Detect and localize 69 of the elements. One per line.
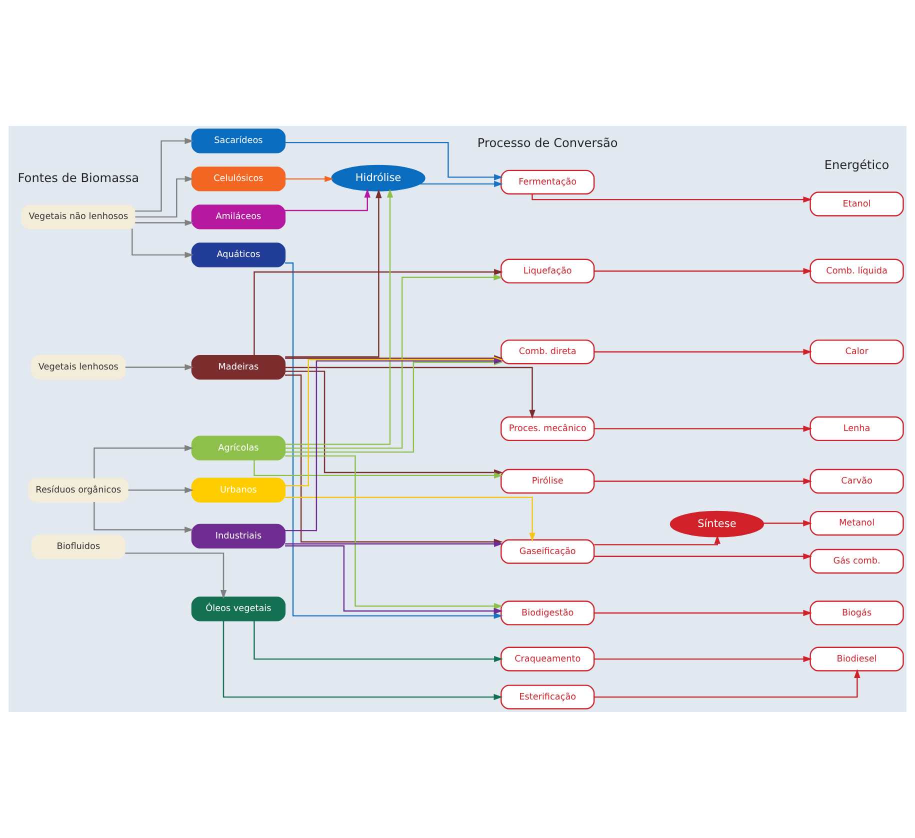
node-box: Biogás [810, 600, 904, 626]
node-box: Metanol [810, 510, 904, 536]
arrow [135, 220, 194, 226]
arrow [135, 138, 194, 212]
node-box: Amiláceos [191, 204, 286, 230]
node-box: Esterificação [500, 684, 595, 710]
arrow [594, 669, 860, 698]
arrow [94, 444, 194, 478]
arrow [594, 553, 812, 560]
node-box: Madeiras [191, 354, 286, 380]
arrow [125, 364, 194, 370]
node-box: Industriais [191, 524, 286, 549]
arrow [285, 188, 370, 212]
arrow [594, 478, 812, 484]
arrow [285, 545, 503, 614]
node-ellipse: Síntese [670, 510, 764, 538]
node-box: Aquáticos [191, 242, 286, 268]
label: Energético [824, 158, 890, 172]
arrow [285, 496, 536, 542]
node-box: Vegetais não lenhosos [21, 204, 136, 230]
node-box: Proces. mecânico [500, 416, 595, 442]
arrow [285, 176, 334, 182]
arrow [284, 188, 394, 445]
arrow [222, 620, 503, 700]
arrow [594, 268, 812, 274]
node-box: Comb. direta [500, 340, 595, 364]
arrow [594, 348, 812, 356]
node-box: Gaseificação [500, 539, 595, 564]
node-box: Liquefação [500, 258, 595, 284]
node-box: Lenha [810, 416, 904, 442]
node-box: Celulósicos [191, 166, 286, 192]
node-box: Biodiesel [810, 646, 904, 672]
arrow [764, 520, 812, 526]
node-box: Carvão [810, 468, 904, 494]
arrow [285, 142, 503, 180]
arrow [532, 194, 812, 203]
node-box: Pirólise [500, 468, 595, 494]
arrow [285, 366, 536, 419]
arrow [135, 176, 194, 218]
node-box: Craqueamento [500, 646, 595, 672]
node-box: Comb. líquida [810, 258, 904, 284]
arrow [594, 534, 720, 546]
arrow [94, 502, 194, 533]
arrow [594, 426, 812, 432]
node-box: Biofluidos [31, 534, 126, 560]
arrow [594, 610, 812, 616]
arrow [285, 189, 382, 358]
label: Fontes de Biomassa [18, 170, 140, 185]
arrow [285, 540, 503, 547]
node-ellipse: Hidrólise [331, 164, 426, 192]
node-box: Fermentação [500, 170, 595, 194]
node-box: Gás comb. [810, 548, 904, 574]
node-box: Óleos vegetais [191, 596, 286, 622]
arrow [254, 268, 503, 356]
label: Processo de Conversão [477, 136, 618, 150]
node-box: Resíduos orgânicos [28, 478, 129, 502]
node-box: Calor [810, 340, 904, 364]
node-box: Sacarídeos [191, 128, 286, 154]
arrow [132, 228, 194, 258]
node-box: Urbanos [191, 478, 286, 502]
arrow [254, 620, 503, 662]
arrow [128, 487, 194, 494]
node-box: Agrícolas [191, 436, 286, 460]
node-box: Vegetais lenhosos [30, 354, 126, 380]
node-box: Etanol [810, 192, 904, 216]
arrow [420, 180, 503, 188]
node-box: Biodigestão [500, 600, 595, 626]
arrow [125, 552, 227, 599]
arrow [594, 656, 812, 662]
